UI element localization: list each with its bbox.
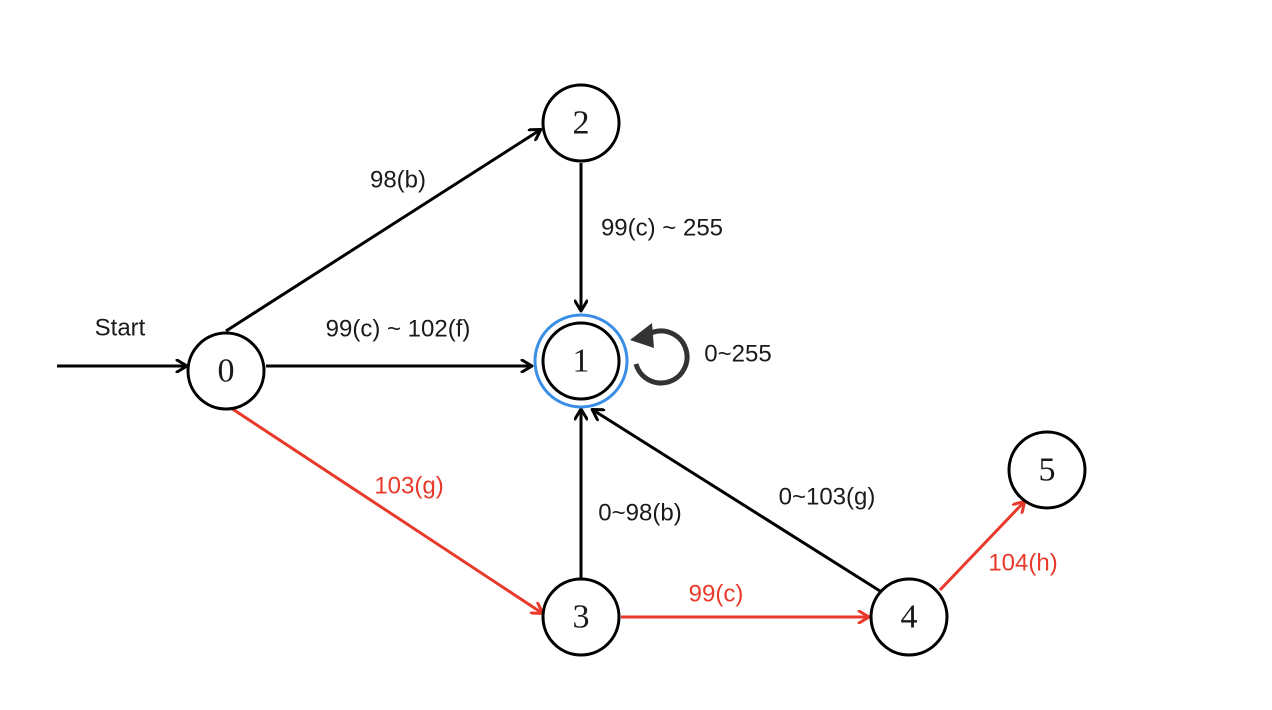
state-node-0-circle xyxy=(186,331,266,411)
self-loop-arrowhead xyxy=(630,323,654,348)
state-node-5-label: 5 xyxy=(1039,452,1056,489)
state-node-2-label: 2 xyxy=(573,105,590,142)
state-node-2: 2 xyxy=(541,83,621,163)
state-node-3-circle xyxy=(541,577,621,657)
edge-4-5-label: 104(h) xyxy=(988,550,1057,577)
edge-0-2: 98(b) xyxy=(225,130,540,333)
edge-4-5: 104(h) xyxy=(938,502,1058,592)
state-node-2-circle xyxy=(541,83,621,163)
edge-4-1: 0~103(g) xyxy=(593,410,881,593)
edge-0-3-line xyxy=(230,406,542,613)
edge-0-2-line xyxy=(225,130,540,333)
edge-0-3: 103(g) xyxy=(230,406,542,613)
state-node-4-circle xyxy=(869,577,949,657)
state-node-1-label: 1 xyxy=(573,343,590,380)
state-node-0-label: 0 xyxy=(218,353,235,390)
state-node-3-label: 3 xyxy=(573,599,590,636)
edge-0-1: 99(c) ~ 102(f) xyxy=(266,316,531,367)
state-node-4-label: 4 xyxy=(901,599,918,636)
start-arrow: Start xyxy=(57,315,186,367)
self-loop-arc xyxy=(633,328,690,386)
edge-0-2-label: 98(b) xyxy=(370,167,426,194)
edge-3-1: 0~98(b) xyxy=(581,410,682,578)
edge-2-1: 99(c) ~ 255 xyxy=(581,163,723,310)
edge-3-4-label: 99(c) xyxy=(689,581,744,608)
edge-1-1-label: 0~255 xyxy=(704,341,771,368)
edge-0-3-label: 103(g) xyxy=(374,473,443,500)
edge-3-4: 99(c) xyxy=(621,581,868,618)
edge-4-5-line xyxy=(938,502,1024,592)
edge-4-1-line xyxy=(593,410,881,593)
edge-3-1-label: 0~98(b) xyxy=(598,500,681,527)
state-node-5: 5 xyxy=(1007,430,1087,510)
state-node-4: 4 xyxy=(869,577,949,657)
state-node-3: 3 xyxy=(541,577,621,657)
state-node-0: 0 xyxy=(186,331,266,411)
edge-4-1-label: 0~103(g) xyxy=(779,484,876,511)
edge-2-1-label: 99(c) ~ 255 xyxy=(601,215,723,242)
state-node-5-circle xyxy=(1007,430,1087,510)
start-label: Start xyxy=(95,315,146,342)
edge-1-1-loop: 0~255 xyxy=(630,323,772,386)
accepting-ring xyxy=(533,313,629,409)
edge-0-1-label: 99(c) ~ 102(f) xyxy=(326,316,471,343)
state-node-1-accepting: 1 xyxy=(533,313,629,409)
state-node-1-circle xyxy=(541,321,621,401)
